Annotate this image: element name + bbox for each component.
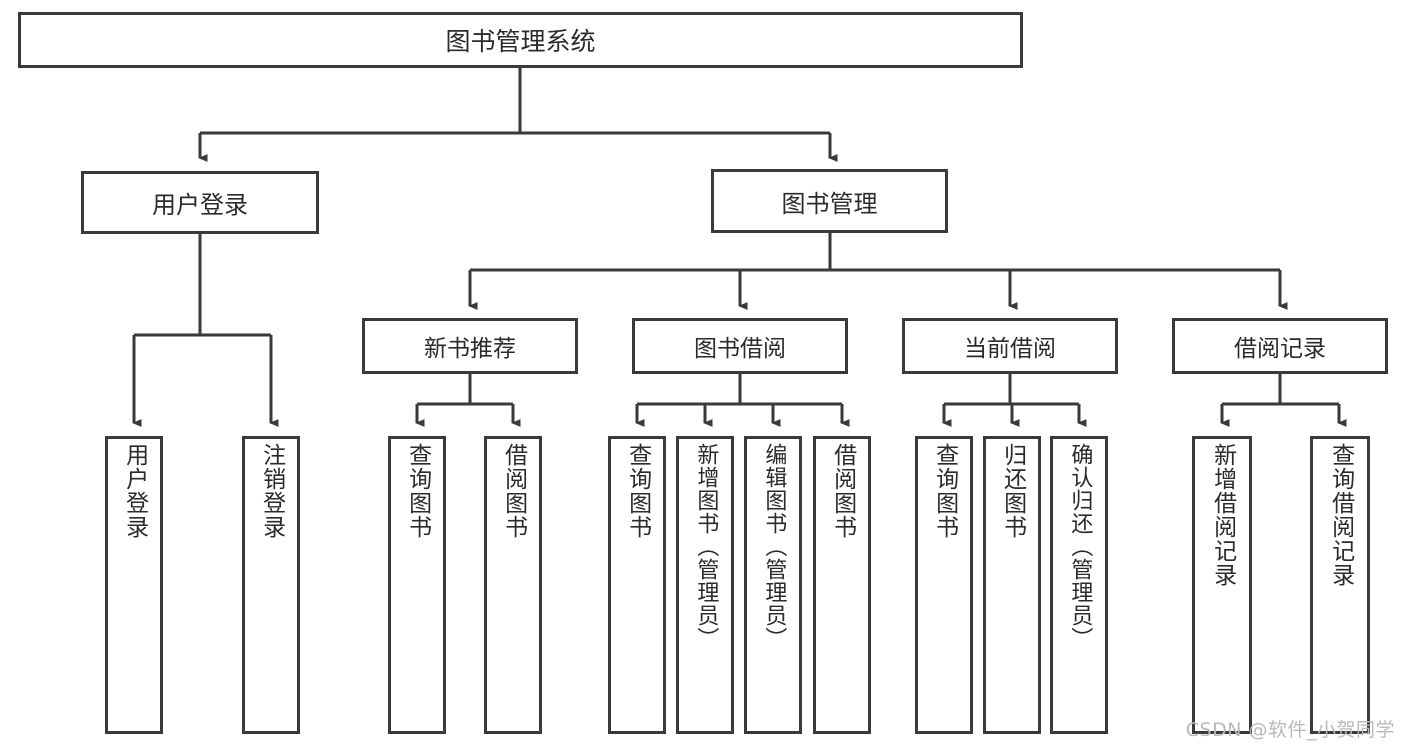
node-label: 图书管理 <box>781 189 878 218</box>
leaf-label: 查询借阅记录 <box>1327 443 1354 587</box>
node-label: 用户登录 <box>152 191 248 219</box>
node-label: 借阅记录 <box>1234 336 1326 362</box>
leaf-confirm-return-admin[interactable]: 确认归还（管理员） <box>1050 436 1108 734</box>
leaf-query-borrow-record[interactable]: 查询借阅记录 <box>1310 436 1370 734</box>
node-current-borrow[interactable]: 当前借阅 <box>902 318 1118 374</box>
leaf-query-book-borrow[interactable]: 查询图书 <box>608 436 666 734</box>
leaf-query-book-current[interactable]: 查询图书 <box>915 436 973 734</box>
leaf-label: 借阅图书 <box>829 443 856 539</box>
leaf-label: 归还图书 <box>999 443 1026 539</box>
leaf-add-book-admin[interactable]: 新增图书（管理员） <box>676 436 734 734</box>
leaf-query-book-recommend[interactable]: 查询图书 <box>388 436 446 734</box>
node-label: 图书管理系统 <box>445 27 596 56</box>
node-label: 图书借阅 <box>694 336 786 362</box>
node-user-login[interactable]: 用户登录 <box>81 171 319 234</box>
leaf-label: 确认归还（管理员） <box>1067 443 1093 650</box>
leaf-borrow-book-recommend[interactable]: 借阅图书 <box>484 436 542 734</box>
leaf-label: 用户登录 <box>121 443 148 539</box>
leaf-logout-login[interactable]: 注销登录 <box>242 436 300 734</box>
leaf-user-login[interactable]: 用户登录 <box>105 436 163 734</box>
leaf-label: 新增图书（管理员） <box>693 443 719 650</box>
leaf-label: 注销登录 <box>258 443 285 539</box>
node-label: 新书推荐 <box>424 336 516 362</box>
node-root-system[interactable]: 图书管理系统 <box>18 12 1023 68</box>
leaf-return-book[interactable]: 归还图书 <box>983 436 1041 734</box>
node-book-manage[interactable]: 图书管理 <box>711 169 948 233</box>
leaf-borrow-book[interactable]: 借阅图书 <box>813 436 871 734</box>
leaf-label: 查询图书 <box>931 443 958 539</box>
node-book-borrow[interactable]: 图书借阅 <box>632 318 848 374</box>
node-new-book-recommend[interactable]: 新书推荐 <box>362 318 578 374</box>
leaf-edit-book-admin[interactable]: 编辑图书（管理员） <box>744 436 802 734</box>
csdn-watermark: CSDN @软件_小贺同学 <box>1185 719 1395 741</box>
leaf-label: 编辑图书（管理员） <box>761 443 787 650</box>
leaf-label: 借阅图书 <box>500 443 527 539</box>
leaf-label: 新增借阅记录 <box>1209 443 1236 587</box>
leaf-label: 查询图书 <box>404 443 431 539</box>
node-borrow-record[interactable]: 借阅记录 <box>1172 318 1388 374</box>
node-label: 当前借阅 <box>964 336 1056 362</box>
leaf-label: 查询图书 <box>624 443 651 539</box>
leaf-add-borrow-record[interactable]: 新增借阅记录 <box>1192 436 1252 734</box>
